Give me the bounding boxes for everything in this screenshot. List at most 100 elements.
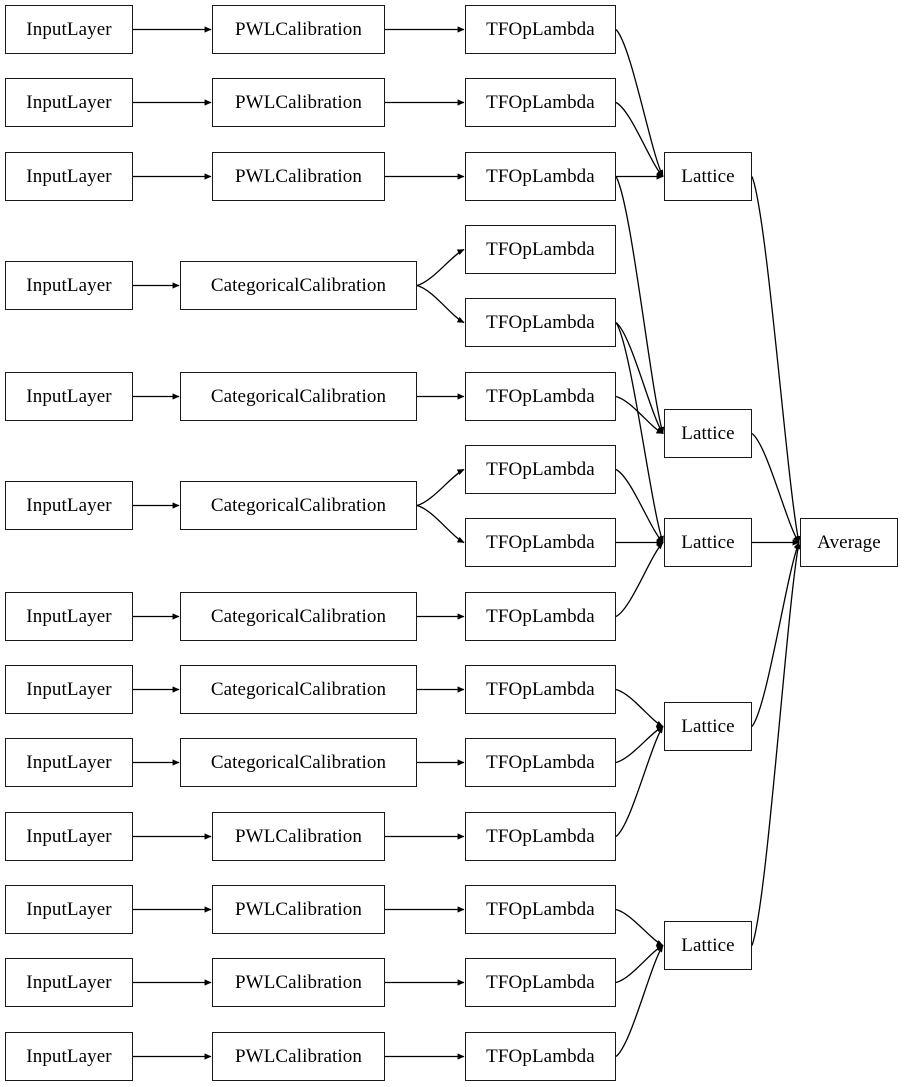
node-label-cal4: CategoricalCalibration xyxy=(210,275,387,296)
node-label-op13: TFOpLambda xyxy=(486,899,595,920)
node-cal12[interactable]: PWLCalibration xyxy=(212,958,385,1007)
node-label-in7: InputLayer xyxy=(26,606,112,627)
node-label-cal13: PWLCalibration xyxy=(235,1046,362,1067)
edge-cal4-to-op5 xyxy=(416,284,465,324)
node-lat5[interactable]: Lattice xyxy=(664,921,752,970)
node-label-op6: TFOpLambda xyxy=(486,386,595,407)
edge-cal4-to-op4 xyxy=(416,248,465,287)
node-label-in8: InputLayer xyxy=(26,679,112,700)
edge-op14-to-lat5 xyxy=(615,944,664,984)
node-label-cal12: PWLCalibration xyxy=(235,972,362,993)
node-op14[interactable]: TFOpLambda xyxy=(465,958,616,1007)
node-in5[interactable]: InputLayer xyxy=(5,372,133,421)
node-label-cal11: PWLCalibration xyxy=(235,899,362,920)
node-label-op15: TFOpLambda xyxy=(486,1046,595,1067)
node-label-op9: TFOpLambda xyxy=(486,606,595,627)
edge-lat1-to-avg xyxy=(751,176,801,544)
node-label-in1: InputLayer xyxy=(26,19,112,40)
node-op13[interactable]: TFOpLambda xyxy=(465,885,616,934)
node-op1[interactable]: TFOpLambda xyxy=(465,5,616,54)
node-op6[interactable]: TFOpLambda xyxy=(465,372,616,421)
node-label-cal3: PWLCalibration xyxy=(235,166,362,187)
node-in4[interactable]: InputLayer xyxy=(5,261,133,310)
node-in2[interactable]: InputLayer xyxy=(5,78,133,127)
node-label-in6: InputLayer xyxy=(26,495,112,516)
node-label-lat1: Lattice xyxy=(681,166,735,187)
node-cal7[interactable]: CategoricalCalibration xyxy=(180,592,417,641)
node-in13[interactable]: InputLayer xyxy=(5,1032,133,1081)
node-cal9[interactable]: CategoricalCalibration xyxy=(180,738,417,787)
node-label-lat2: Lattice xyxy=(681,423,735,444)
node-op4[interactable]: TFOpLambda xyxy=(465,225,616,274)
node-label-op14: TFOpLambda xyxy=(486,972,595,993)
node-label-cal2: PWLCalibration xyxy=(235,92,362,113)
edge-cal6-to-op8 xyxy=(416,504,465,544)
node-label-in4: InputLayer xyxy=(26,275,112,296)
node-label-op3: TFOpLambda xyxy=(486,166,595,187)
node-lat4[interactable]: Lattice xyxy=(664,702,752,751)
node-lat1[interactable]: Lattice xyxy=(664,152,752,201)
node-cal2[interactable]: PWLCalibration xyxy=(212,78,385,127)
node-label-lat3: Lattice xyxy=(681,532,735,553)
node-op7[interactable]: TFOpLambda xyxy=(465,445,616,494)
edge-lat4-to-avg xyxy=(751,541,800,727)
edge-op3-to-lat2 xyxy=(615,176,665,435)
edge-lat2-to-avg xyxy=(751,432,800,543)
node-lat3[interactable]: Lattice xyxy=(664,518,752,567)
edge-cal6-to-op7 xyxy=(416,468,465,507)
node-label-in12: InputLayer xyxy=(26,972,112,993)
node-cal1[interactable]: PWLCalibration xyxy=(212,5,385,54)
node-in9[interactable]: InputLayer xyxy=(5,738,133,787)
node-in1[interactable]: InputLayer xyxy=(5,5,133,54)
node-lat2[interactable]: Lattice xyxy=(664,409,752,458)
node-op12[interactable]: TFOpLambda xyxy=(465,812,616,861)
node-label-op5: TFOpLambda xyxy=(486,312,595,333)
node-label-op8: TFOpLambda xyxy=(486,532,595,553)
node-label-op12: TFOpLambda xyxy=(486,826,595,847)
node-label-cal6: CategoricalCalibration xyxy=(210,495,387,516)
node-cal3[interactable]: PWLCalibration xyxy=(212,152,385,201)
node-cal10[interactable]: PWLCalibration xyxy=(212,812,385,861)
edge-op13-to-lat5 xyxy=(615,908,664,947)
node-label-cal5: CategoricalCalibration xyxy=(210,386,387,407)
node-label-in5: InputLayer xyxy=(26,386,112,407)
node-cal13[interactable]: PWLCalibration xyxy=(212,1032,385,1081)
node-label-cal9: CategoricalCalibration xyxy=(210,752,387,773)
node-in8[interactable]: InputLayer xyxy=(5,665,133,714)
edge-lat5-to-avg xyxy=(751,541,801,946)
node-in7[interactable]: InputLayer xyxy=(5,592,133,641)
node-in3[interactable]: InputLayer xyxy=(5,152,133,201)
edge-op6-to-lat2 xyxy=(615,395,664,435)
edge-op12-to-lat4 xyxy=(615,726,664,838)
node-label-lat4: Lattice xyxy=(681,716,735,737)
edge-op15-to-lat5 xyxy=(615,945,664,1058)
node-label-op4: TFOpLambda xyxy=(486,239,595,260)
node-cal8[interactable]: CategoricalCalibration xyxy=(180,665,417,714)
node-label-op1: TFOpLambda xyxy=(486,19,595,40)
node-in10[interactable]: InputLayer xyxy=(5,812,133,861)
edge-op9-to-lat3 xyxy=(615,542,664,618)
node-op11[interactable]: TFOpLambda xyxy=(465,738,616,787)
node-cal4[interactable]: CategoricalCalibration xyxy=(180,261,417,310)
node-label-op10: TFOpLambda xyxy=(486,679,595,700)
edge-op5-to-lat2 xyxy=(615,321,664,434)
node-label-in10: InputLayer xyxy=(26,826,112,847)
node-op8[interactable]: TFOpLambda xyxy=(465,518,616,567)
node-label-avg: Average xyxy=(817,532,881,553)
node-in11[interactable]: InputLayer xyxy=(5,885,133,934)
node-label-cal10: PWLCalibration xyxy=(235,826,362,847)
node-label-cal7: CategoricalCalibration xyxy=(210,606,387,627)
node-op10[interactable]: TFOpLambda xyxy=(465,665,616,714)
node-op2[interactable]: TFOpLambda xyxy=(465,78,616,127)
node-cal6[interactable]: CategoricalCalibration xyxy=(180,481,417,530)
node-avg[interactable]: Average xyxy=(800,518,898,567)
node-op9[interactable]: TFOpLambda xyxy=(465,592,616,641)
node-op5[interactable]: TFOpLambda xyxy=(465,298,616,347)
node-label-in2: InputLayer xyxy=(26,92,112,113)
node-in12[interactable]: InputLayer xyxy=(5,958,133,1007)
node-op3[interactable]: TFOpLambda xyxy=(465,152,616,201)
node-in6[interactable]: InputLayer xyxy=(5,481,133,530)
node-op15[interactable]: TFOpLambda xyxy=(465,1032,616,1081)
node-cal5[interactable]: CategoricalCalibration xyxy=(180,372,417,421)
node-cal11[interactable]: PWLCalibration xyxy=(212,885,385,934)
